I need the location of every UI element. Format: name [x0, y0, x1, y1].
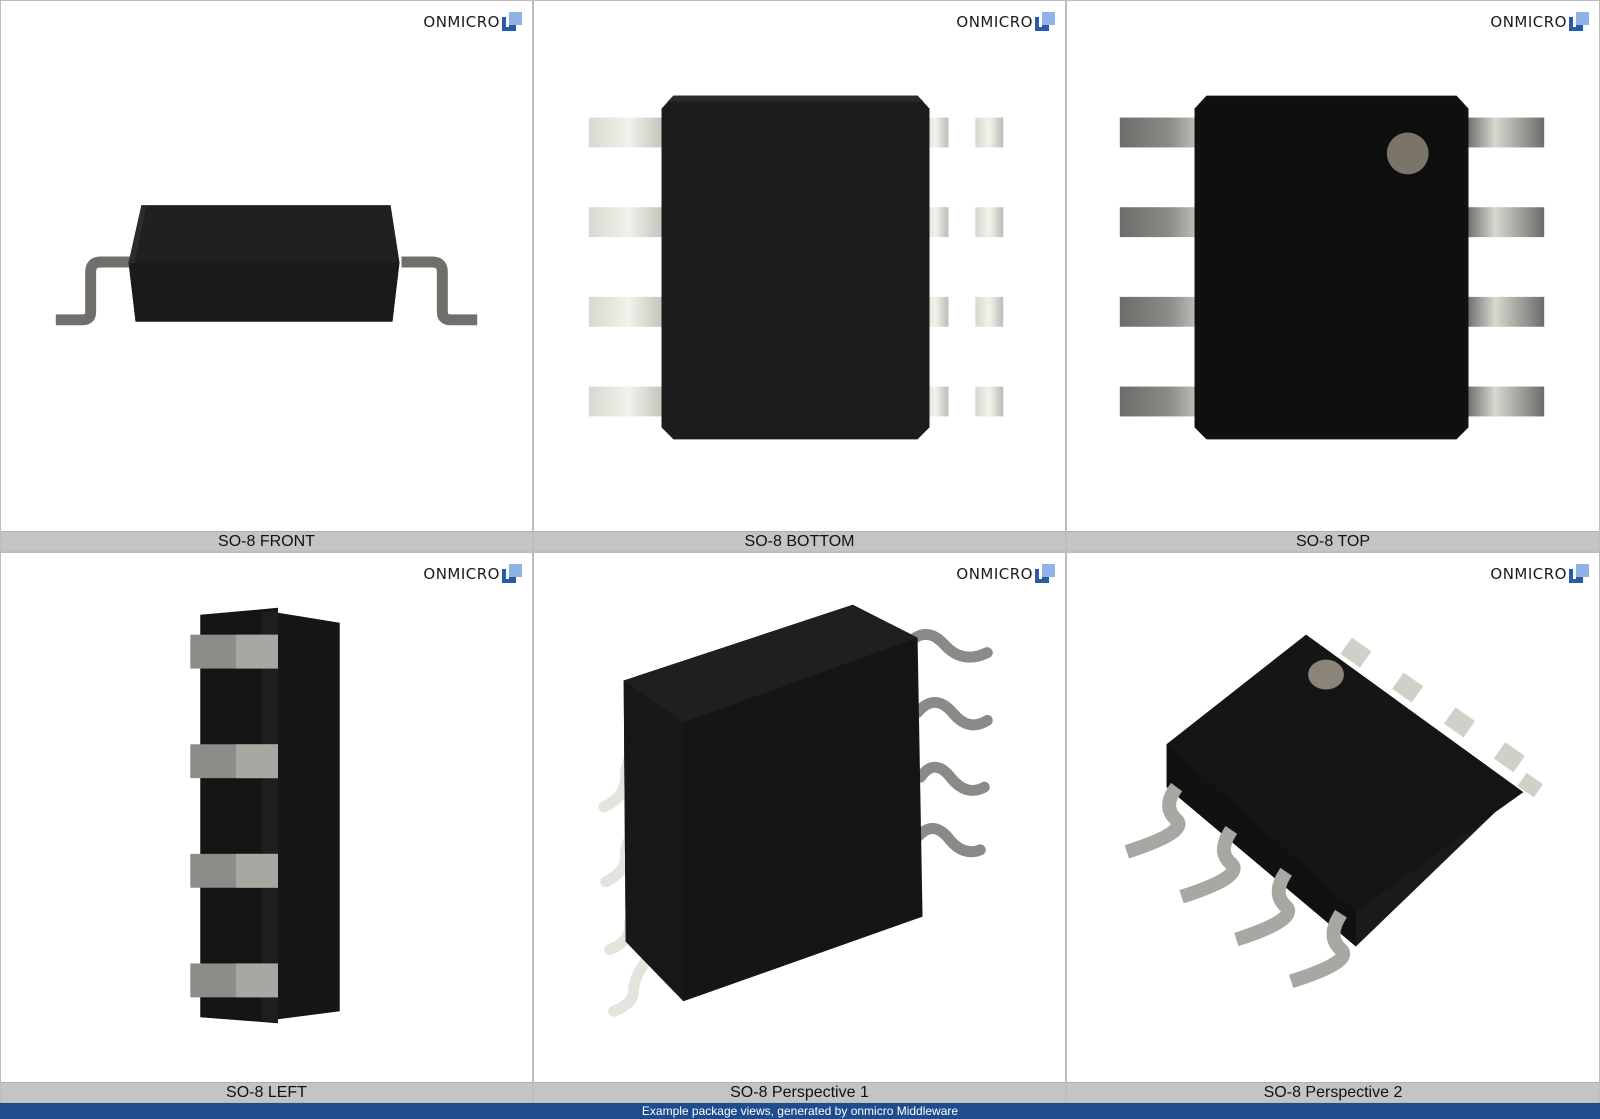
- brand-logo: ONMICRO: [1490, 563, 1589, 585]
- view-panel-perspective-2: ONMICRO SO-8 Perspective 2: [1066, 552, 1600, 1103]
- onmicro-logo-icon: [1569, 564, 1589, 583]
- view-caption: SO-8 TOP: [1067, 531, 1599, 551]
- lead-right: [401, 256, 478, 326]
- leads-back: [1340, 637, 1543, 798]
- footer-bar: Example package views, generated by onmi…: [0, 1103, 1600, 1119]
- view-caption: SO-8 Perspective 2: [1067, 1082, 1599, 1102]
- view-caption: SO-8 BOTTOM: [534, 531, 1065, 551]
- view-caption: SO-8 FRONT: [1, 531, 532, 551]
- brand-logo: ONMICRO: [1490, 11, 1589, 33]
- leads-right: [1462, 117, 1545, 417]
- brand-logo: ONMICRO: [423, 11, 522, 33]
- view-caption: SO-8 Perspective 1: [534, 1082, 1065, 1102]
- pin1-marker: [1386, 132, 1429, 175]
- onmicro-logo-icon: [1035, 12, 1055, 31]
- so8-top-view: [1119, 95, 1545, 440]
- view-panel-front: ONMICRO SO-8 FRONT: [0, 0, 533, 552]
- onmicro-logo-icon: [1035, 564, 1055, 583]
- leads-right: [922, 117, 1004, 417]
- pin1-marker: [1308, 659, 1344, 690]
- so8-bottom-view: [588, 95, 1004, 440]
- view-panel-left: ONMICRO SO-8 LEFT: [0, 552, 533, 1103]
- view-panel-bottom: ONMICRO SO-8 BOTTOM: [533, 0, 1066, 552]
- package-body: [661, 95, 930, 440]
- so8-perspective-2-view: [1124, 634, 1543, 989]
- brand-logo: ONMICRO: [956, 563, 1055, 585]
- onmicro-logo-icon: [502, 12, 522, 31]
- so8-left-view: [190, 607, 340, 1024]
- brand-logo: ONMICRO: [956, 11, 1055, 33]
- leads-left: [1119, 117, 1202, 417]
- onmicro-logo-icon: [502, 564, 522, 583]
- lead-left: [55, 256, 133, 326]
- view-panel-perspective-1: ONMICRO SO-8 Perspective 1: [533, 552, 1066, 1103]
- so8-perspective-1-view: [598, 604, 993, 1017]
- leads-front: [1124, 782, 1350, 989]
- view-panel-top: ONMICRO SO-8 TOP: [1066, 0, 1600, 552]
- view-caption: SO-8 LEFT: [1, 1082, 532, 1102]
- brand-logo: ONMICRO: [423, 563, 522, 585]
- onmicro-logo-icon: [1569, 12, 1589, 31]
- leads-left: [588, 117, 669, 417]
- so8-front-view: [55, 205, 478, 326]
